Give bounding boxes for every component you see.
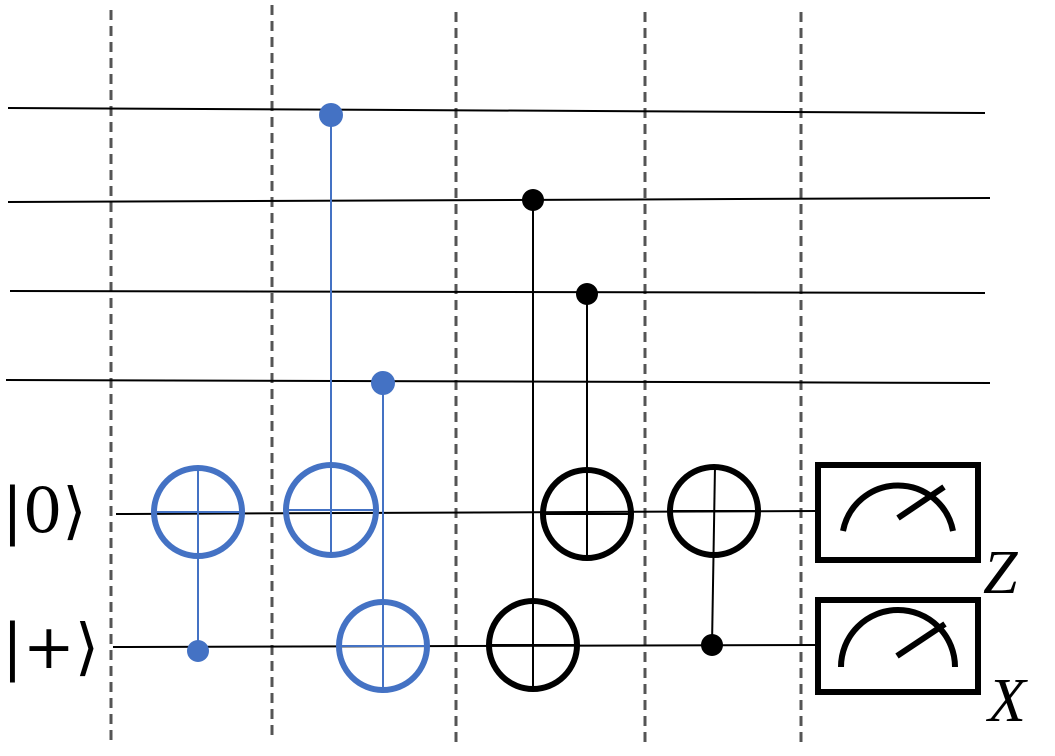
data-wire-4 [5,379,991,384]
data-wire-1 [7,107,986,114]
cnot-control [319,103,343,127]
measurement-z: Z [815,462,1018,607]
input-state-zero: |0⟩ [2,474,87,547]
data-wire-3 [9,290,986,294]
cnot-control [187,640,209,662]
cnot-gate-step3a [486,189,580,692]
cnot-gate-step4 [667,464,761,656]
ancilla-wire-x [112,644,817,648]
cnot-gate-step2a [283,103,379,558]
ancilla-wires [112,510,817,648]
time-step-separators [109,5,803,745]
cnot-gate-step2b [336,371,430,693]
cnot-target [283,462,379,558]
measurement-x: X [815,597,1028,735]
cnot-target [540,467,634,561]
cnot-gate-step1 [151,465,245,662]
cnot-control [371,371,395,395]
cnot-target [151,465,245,559]
measurement-basis-label: X [985,667,1028,735]
cnot-target [667,464,761,558]
measurement-basis-label: Z [983,539,1018,607]
cnot-target [336,599,430,693]
data-wire-2 [7,197,991,203]
measurement-box [815,462,981,563]
input-state-plus: |+⟩ [2,610,99,683]
cnot-target [486,598,580,692]
data-wires [5,107,991,384]
cnot-control [701,634,723,656]
cnot-control [576,283,598,305]
measurement-meter-icon [840,482,956,532]
cnot-control [522,189,544,211]
measurement-meter-icon [838,607,958,668]
cnot-gate-step3b [540,283,634,561]
